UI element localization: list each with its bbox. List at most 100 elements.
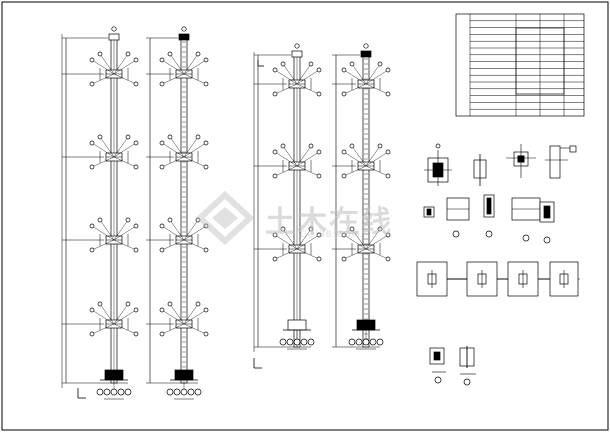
- section-bubble: [187, 388, 195, 396]
- leader-line: [183, 239, 207, 251]
- leader-line: [351, 145, 367, 167]
- leader-line: [282, 145, 298, 167]
- callout-bubble: [133, 164, 139, 170]
- callout-bubble: [377, 143, 383, 149]
- callout-bubble: [349, 226, 355, 232]
- section-detail-3-core: [486, 197, 492, 215]
- callout-bubble: [111, 26, 117, 32]
- section-bubble: [103, 388, 111, 396]
- callout-bubble: [316, 256, 322, 262]
- leader-line: [183, 323, 207, 335]
- column-elevation-d: [332, 43, 391, 350]
- callout-bubble: [97, 134, 103, 140]
- callout-bubble: [363, 43, 369, 49]
- section-bubble: [543, 236, 551, 244]
- leader-line: [365, 63, 381, 85]
- column-cap: [360, 50, 372, 58]
- section-bubble: [362, 338, 370, 346]
- leader-line: [183, 59, 207, 75]
- callout-bubble: [125, 301, 131, 307]
- callout-bubble: [195, 134, 201, 140]
- leader-line: [274, 83, 298, 95]
- callout-bubble: [280, 61, 286, 67]
- callout-bubble: [203, 164, 209, 170]
- small-section-1-core: [433, 351, 441, 361]
- callout-bubble: [167, 217, 173, 223]
- leader-line: [351, 228, 367, 250]
- callout-bubble: [341, 232, 347, 238]
- callout-bubble: [385, 149, 391, 155]
- leader-line: [183, 156, 207, 168]
- callout-bubble: [316, 173, 322, 179]
- callout-bubble: [316, 149, 322, 155]
- leader-line: [343, 234, 367, 250]
- callout-bubble: [341, 149, 347, 155]
- leader-line: [169, 136, 185, 158]
- leader-line: [183, 53, 199, 75]
- title-block-inner-box: [515, 27, 565, 95]
- leader-line: [365, 69, 389, 85]
- callout-bubble: [308, 143, 314, 149]
- leader-line: [183, 142, 207, 158]
- diamond-logo-icon: [195, 190, 255, 246]
- leader-line: [183, 73, 207, 85]
- leader-line: [91, 156, 115, 168]
- leader-line: [296, 63, 312, 85]
- plan-detail-strip: [416, 261, 580, 297]
- callout-bubble: [272, 232, 278, 238]
- column-base-plate: [174, 369, 194, 381]
- callout-bubble: [181, 26, 187, 32]
- section-bubble: [194, 388, 202, 396]
- column-base-plate: [104, 369, 124, 381]
- callout-bubble: [385, 256, 391, 262]
- callout-bubble: [89, 140, 95, 146]
- leader-line: [91, 225, 115, 241]
- leader-line: [99, 219, 115, 241]
- section-bubble: [376, 338, 384, 346]
- leader-line: [343, 83, 367, 95]
- callout-bubble: [385, 173, 391, 179]
- callout-bubble: [89, 247, 95, 253]
- section-bubble: [348, 338, 356, 346]
- column-cap: [291, 50, 303, 58]
- section-bubble: [96, 388, 104, 396]
- callout-bubble: [280, 226, 286, 232]
- callout-bubble: [133, 140, 139, 146]
- callout-bubble: [294, 43, 300, 49]
- leader-line: [183, 225, 207, 241]
- watermark-subtext: COI88.COM: [300, 230, 361, 240]
- leader-line: [183, 136, 199, 158]
- leader-line: [113, 53, 129, 75]
- leader-line: [91, 59, 115, 75]
- leader-line: [343, 165, 367, 177]
- leader-line: [296, 69, 320, 85]
- callout-bubble: [316, 91, 322, 97]
- callout-bubble: [349, 61, 355, 67]
- leader-line: [183, 303, 199, 325]
- leader-line: [113, 303, 129, 325]
- leader-line: [161, 73, 185, 85]
- leader-line: [296, 228, 312, 250]
- leader-line: [161, 239, 185, 251]
- leader-line: [365, 165, 389, 177]
- callout-bubble: [159, 307, 165, 313]
- callout-bubble: [272, 67, 278, 73]
- callout-bubble: [385, 91, 391, 97]
- column-shaft: [180, 37, 188, 384]
- leader-line: [113, 309, 137, 325]
- column-elevation-c: [253, 43, 322, 369]
- leader-line: [282, 228, 298, 250]
- column-base-plate: [287, 319, 307, 331]
- leader-line: [161, 225, 185, 241]
- callout-bubble: [133, 57, 139, 63]
- leader-line: [113, 142, 137, 158]
- callout-bubble: [385, 67, 391, 73]
- section-bubble: [355, 338, 363, 346]
- section-detail-1-core: [426, 208, 432, 216]
- section-bubble: [117, 388, 125, 396]
- leader-line: [365, 145, 381, 167]
- callout-bubble: [133, 307, 139, 313]
- leader-line: [113, 73, 137, 85]
- callout-bubble: [341, 256, 347, 262]
- callout-bubble: [316, 67, 322, 73]
